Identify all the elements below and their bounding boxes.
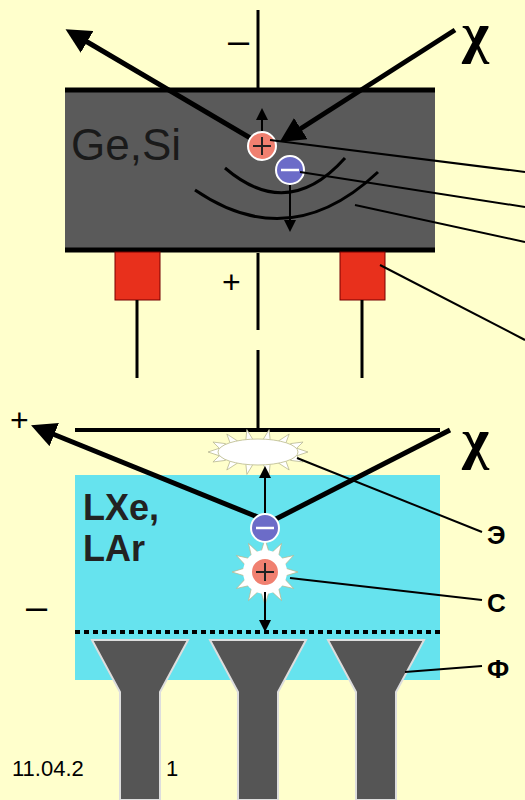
wimp-symbol: χ: [462, 410, 489, 468]
electrode-sign: –: [228, 22, 249, 60]
liquid-noble-gas: LXe, LAr: [75, 475, 440, 680]
electrode-sign: +: [10, 404, 29, 436]
electrode-sign: +: [222, 266, 241, 298]
wimp-symbol: χ: [462, 4, 489, 62]
date-text: 11.04.2: [12, 758, 84, 780]
semiconductor-crystal: Ge,Si: [65, 92, 435, 248]
material-label: Ge,Si: [71, 120, 429, 171]
material-label: LXe, LAr: [83, 487, 178, 570]
callout-text: С: [487, 590, 506, 616]
callout-text: Э: [487, 522, 506, 548]
callout-text: Ф: [487, 656, 509, 682]
electrode-sign: –: [26, 588, 47, 626]
date-text: 1: [166, 758, 178, 780]
